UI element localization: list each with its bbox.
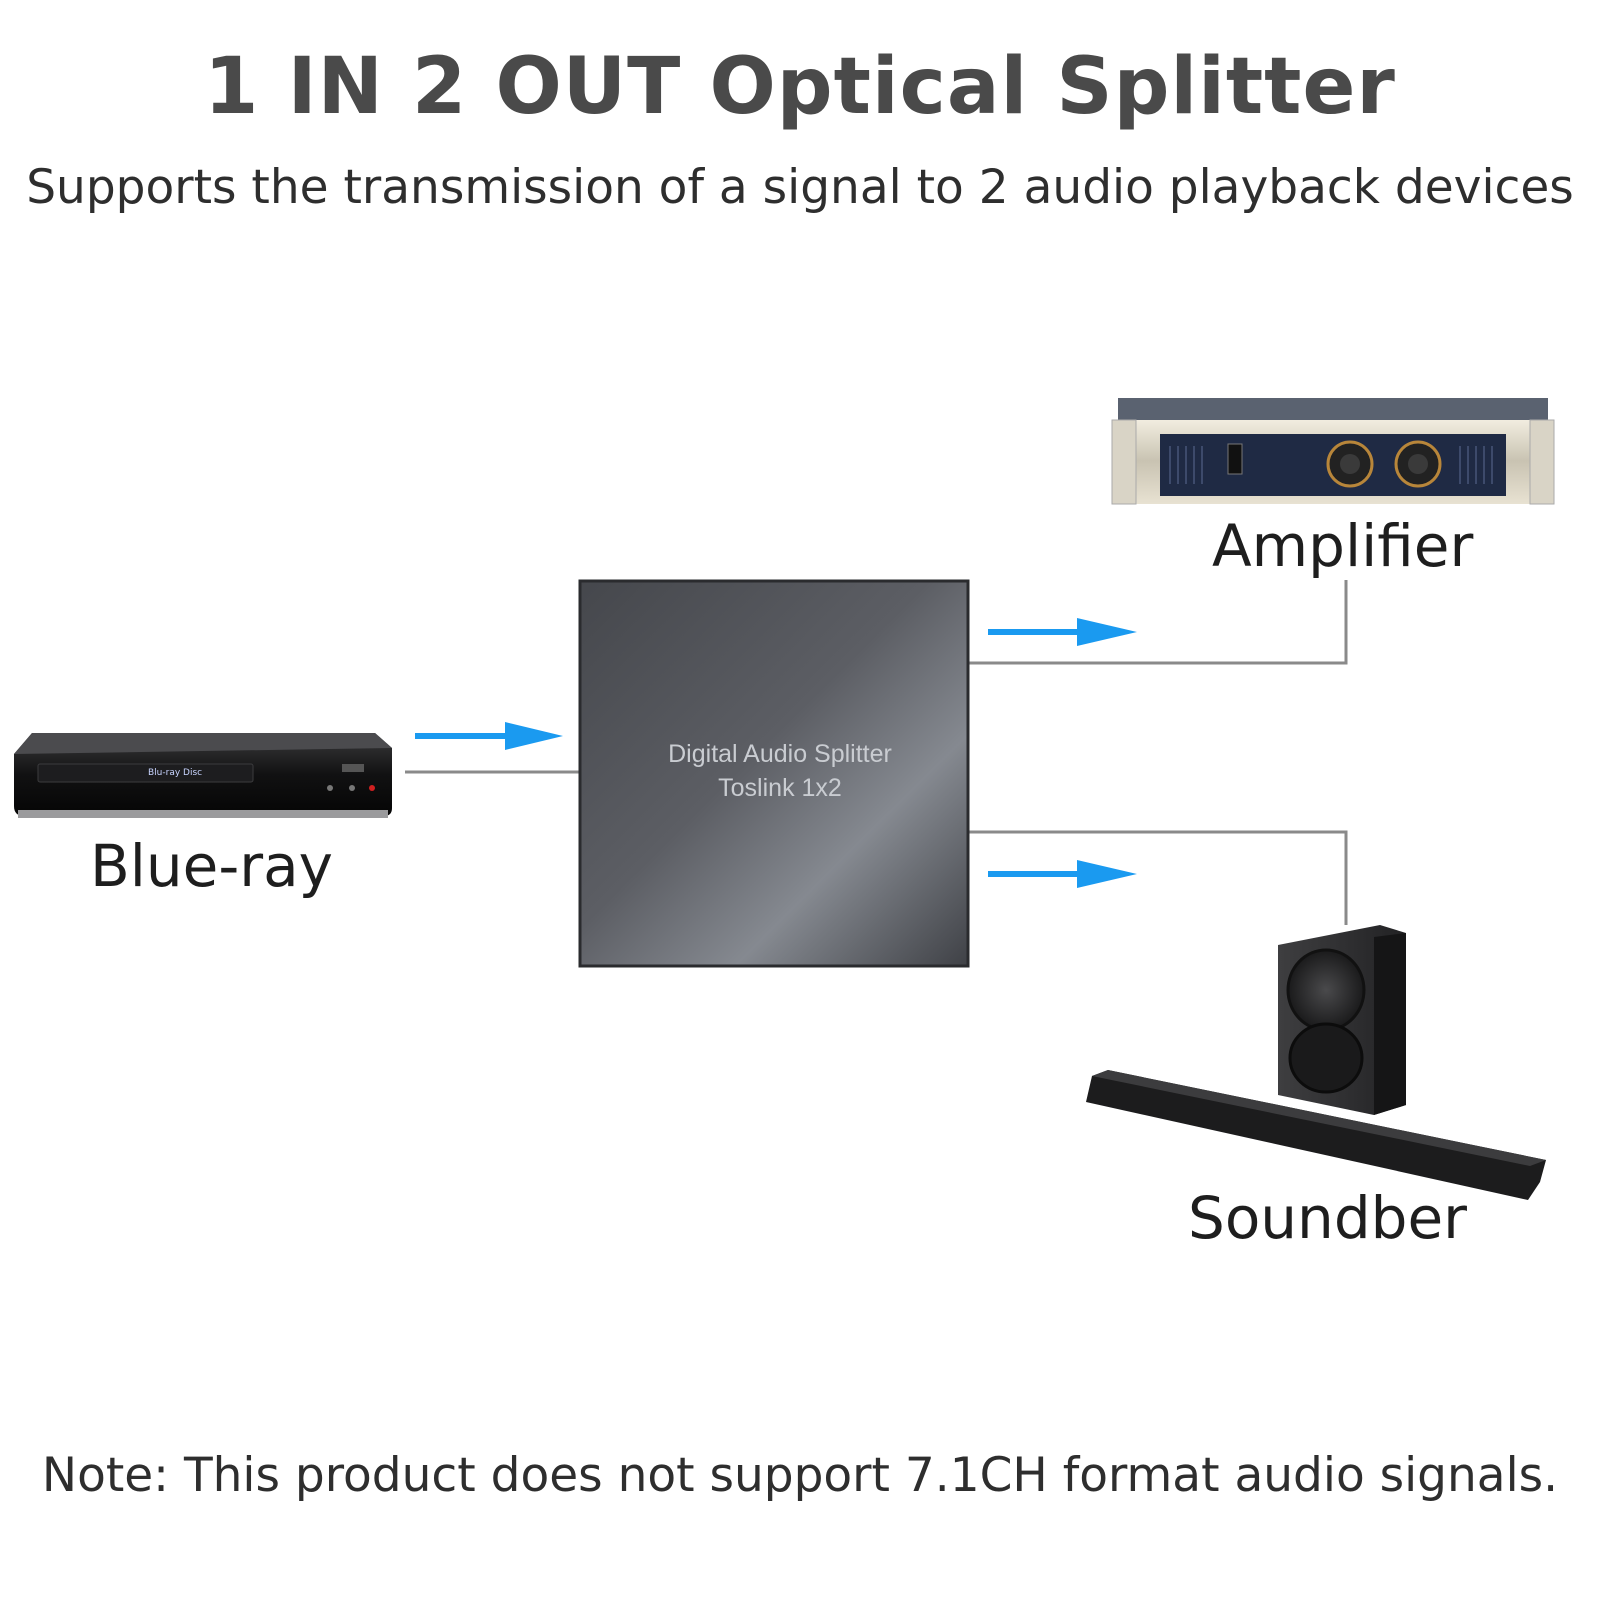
splitter-device	[578, 579, 970, 968]
page-subtitle: Supports the transmission of a signal to…	[26, 160, 1574, 215]
page-title: 1 IN 2 OUT Optical Splitter	[204, 42, 1396, 132]
source-device-label: Blue-ray	[90, 832, 333, 900]
cable-output-2	[968, 830, 1348, 925]
splitter-label-line1: Digital Audio Splitter	[668, 740, 892, 768]
amplifier-image	[1111, 398, 1555, 505]
signal-arrows	[415, 618, 1137, 888]
amplifier-label: Amplifier	[1212, 512, 1474, 580]
footer-note: Note: This product does not support 7.1C…	[41, 1448, 1559, 1503]
soundbar-label: Soundber	[1188, 1184, 1467, 1252]
arrow-right-icon	[988, 860, 1137, 888]
cable-output-1	[968, 580, 1348, 665]
arrow-right-icon	[415, 722, 563, 750]
soundbar-image	[1086, 925, 1546, 1200]
cables	[405, 580, 1348, 925]
arrow-right-icon	[988, 618, 1137, 646]
svg-text:Blu-ray Disc: Blu-ray Disc	[148, 768, 202, 778]
splitter-label-line2: Toslink 1x2	[718, 774, 842, 802]
bluray-player-image: Blu-ray Disc	[14, 733, 392, 818]
